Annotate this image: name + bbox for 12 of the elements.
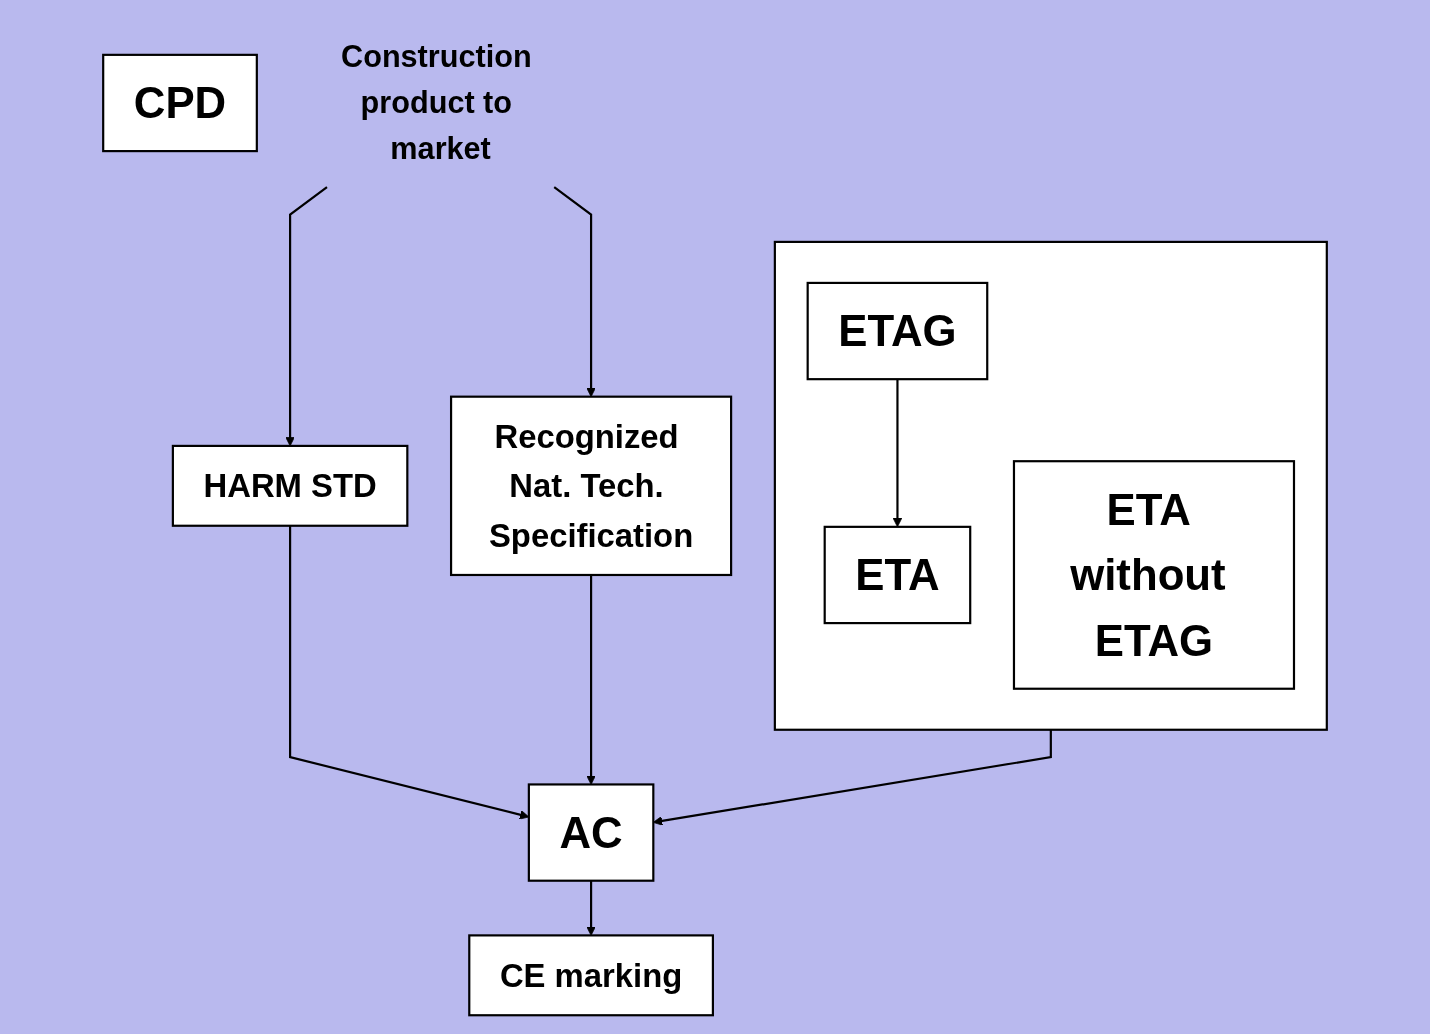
arrow bbox=[586, 880, 596, 936]
node-box: ETAG bbox=[806, 281, 989, 381]
node-box: CE marking bbox=[468, 934, 714, 1017]
node-box: HARM STD bbox=[171, 444, 409, 527]
node-box: CPD bbox=[102, 53, 258, 153]
cluster bbox=[773, 240, 1328, 731]
node-box: ETA without ETAG bbox=[1012, 460, 1296, 690]
arrow bbox=[586, 574, 596, 785]
node-box: AC bbox=[527, 783, 655, 882]
node-box: Recognized Nat. Tech. Specification bbox=[450, 395, 733, 577]
node-text: Construction product to market bbox=[341, 39, 532, 166]
node-box: ETA bbox=[823, 525, 972, 625]
